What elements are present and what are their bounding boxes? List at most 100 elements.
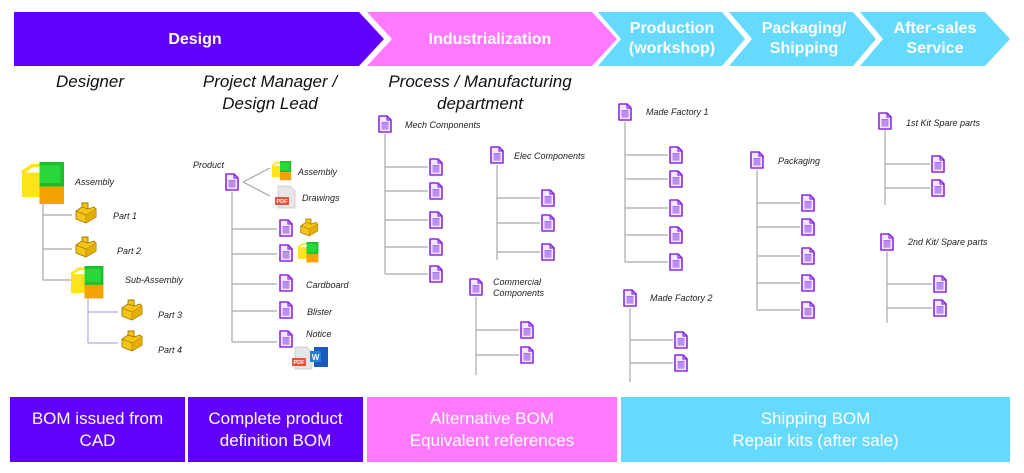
doc-icon <box>801 247 815 265</box>
designer-tree-line <box>42 200 72 281</box>
node-label-pm-assembly: Assembly <box>298 167 338 177</box>
phase-production-label: Production (workshop) <box>628 20 716 57</box>
bom-box-cad: BOM issued from CAD <box>10 397 185 462</box>
doc-icon <box>279 219 293 237</box>
doc-icon <box>541 243 555 261</box>
doc-icon <box>801 194 815 212</box>
pm-linked-line <box>242 167 271 197</box>
doc-icon <box>669 226 683 244</box>
doc-icon <box>931 155 945 173</box>
phase-industrialization-arrow <box>367 12 617 66</box>
node-label-kit-2: 2nd Kit/ Spare parts <box>908 237 988 247</box>
node-label-packaging: Packaging <box>778 156 821 166</box>
node-label-part-2: Part 2 <box>117 246 142 256</box>
phase-after-sales-arrow <box>860 12 1010 66</box>
doc-icon <box>674 331 688 349</box>
icon-layer: PDF W <box>20 103 947 372</box>
node-label-commercial-components: Commercial Components <box>493 277 545 298</box>
generated-doc-icons <box>378 103 947 372</box>
bom-box-alternative-label: Alternative BOM Equivalent references <box>409 408 575 450</box>
node-label-sub-assembly: Sub-Assembly <box>125 275 184 285</box>
doc-icon <box>520 346 534 364</box>
elec-tree-line <box>496 165 540 260</box>
kit2-tree-line <box>886 252 932 323</box>
doc-icon <box>279 274 293 292</box>
doc-icon <box>801 218 815 236</box>
doc-icon <box>429 265 443 283</box>
doc-icon <box>279 301 293 319</box>
doc-icon <box>279 330 293 348</box>
factory1-tree-line <box>624 122 668 263</box>
phase-design-arrow <box>14 12 384 66</box>
group-doc-icon <box>623 289 637 307</box>
role-designer: Designer <box>55 72 125 91</box>
bom-box-complete-definition-label: Complete product definition BOM <box>208 408 343 450</box>
role-project-manager: Project Manager / Design Lead <box>202 72 338 113</box>
doc-icon <box>801 274 815 292</box>
assembly-icon <box>297 241 320 264</box>
node-label-part-1: Part 1 <box>113 211 138 221</box>
doc-icon <box>931 179 945 197</box>
part-icon <box>300 218 319 237</box>
node-label-mech-components: Mech Components <box>405 120 481 130</box>
doc-icon <box>429 238 443 256</box>
bom-box-shipping: Shipping BOM Repair kits (after sale) <box>621 397 1010 462</box>
doc-icon <box>669 253 683 271</box>
part-icon <box>121 299 143 321</box>
kit1-tree-line <box>884 130 930 205</box>
node-label-part-4: Part 4 <box>158 345 183 355</box>
phase-design-label: Design <box>168 31 222 48</box>
phase-packaging-label: Packaging/ Shipping <box>761 20 847 57</box>
node-label-elec-components: Elec Components <box>514 151 586 161</box>
node-label-notice: Notice <box>306 329 332 339</box>
designer-subtree-line <box>87 298 118 344</box>
bom-box-cad-label: BOM issued from CAD <box>31 408 164 450</box>
doc-icon <box>801 301 815 319</box>
group-doc-icon <box>378 115 392 133</box>
group-doc-icon <box>469 278 483 296</box>
bom-box-shipping-label: Shipping BOM Repair kits (after sale) <box>732 408 899 450</box>
doc-icon <box>669 170 683 188</box>
group-doc-icon <box>878 112 892 130</box>
group-doc-icon <box>880 233 894 251</box>
product-doc-icon <box>225 173 239 191</box>
pdf-icon <box>274 185 296 209</box>
node-label-made-factory-1: Made Factory 1 <box>646 107 709 117</box>
factory2-tree-line <box>629 308 673 382</box>
assembly-icon <box>20 160 66 206</box>
doc-icon <box>429 211 443 229</box>
node-label-product: Product <box>193 160 225 170</box>
part-icon <box>75 202 97 224</box>
assembly-icon <box>271 160 293 181</box>
doc-icon <box>429 158 443 176</box>
bom-box-alternative: Alternative BOM Equivalent references <box>367 397 617 462</box>
doc-icon <box>429 182 443 200</box>
group-doc-icon <box>490 146 504 164</box>
part-icon <box>75 236 97 258</box>
node-label-cardboard: Cardboard <box>306 280 349 290</box>
phase-banner <box>14 12 1010 66</box>
node-label-drawings: Drawings <box>302 193 340 203</box>
node-label-part-3: Part 3 <box>158 310 183 320</box>
node-label-assembly: Assembly <box>75 177 115 187</box>
packaging-tree-line <box>756 170 800 311</box>
tree-connectors <box>42 122 932 382</box>
doc-icon <box>933 299 947 317</box>
doc-icon <box>520 321 534 339</box>
phase-industrialization-label: Industrialization <box>428 31 552 48</box>
mech-tree-line <box>384 134 428 275</box>
phase-after-sales-label: After-sales Service <box>893 20 977 57</box>
pdf-icon <box>291 346 313 370</box>
word-icon <box>310 347 328 367</box>
group-doc-icon <box>618 103 632 121</box>
doc-icon <box>674 354 688 372</box>
group-doc-icon <box>750 151 764 169</box>
sub-assembly-icon <box>69 264 105 300</box>
node-label-made-factory-2: Made Factory 2 <box>650 293 713 303</box>
doc-icon <box>541 214 555 232</box>
part-icon <box>121 330 143 352</box>
node-label-blister: Blister <box>307 307 333 317</box>
doc-icon <box>669 199 683 217</box>
doc-icon <box>279 244 293 262</box>
